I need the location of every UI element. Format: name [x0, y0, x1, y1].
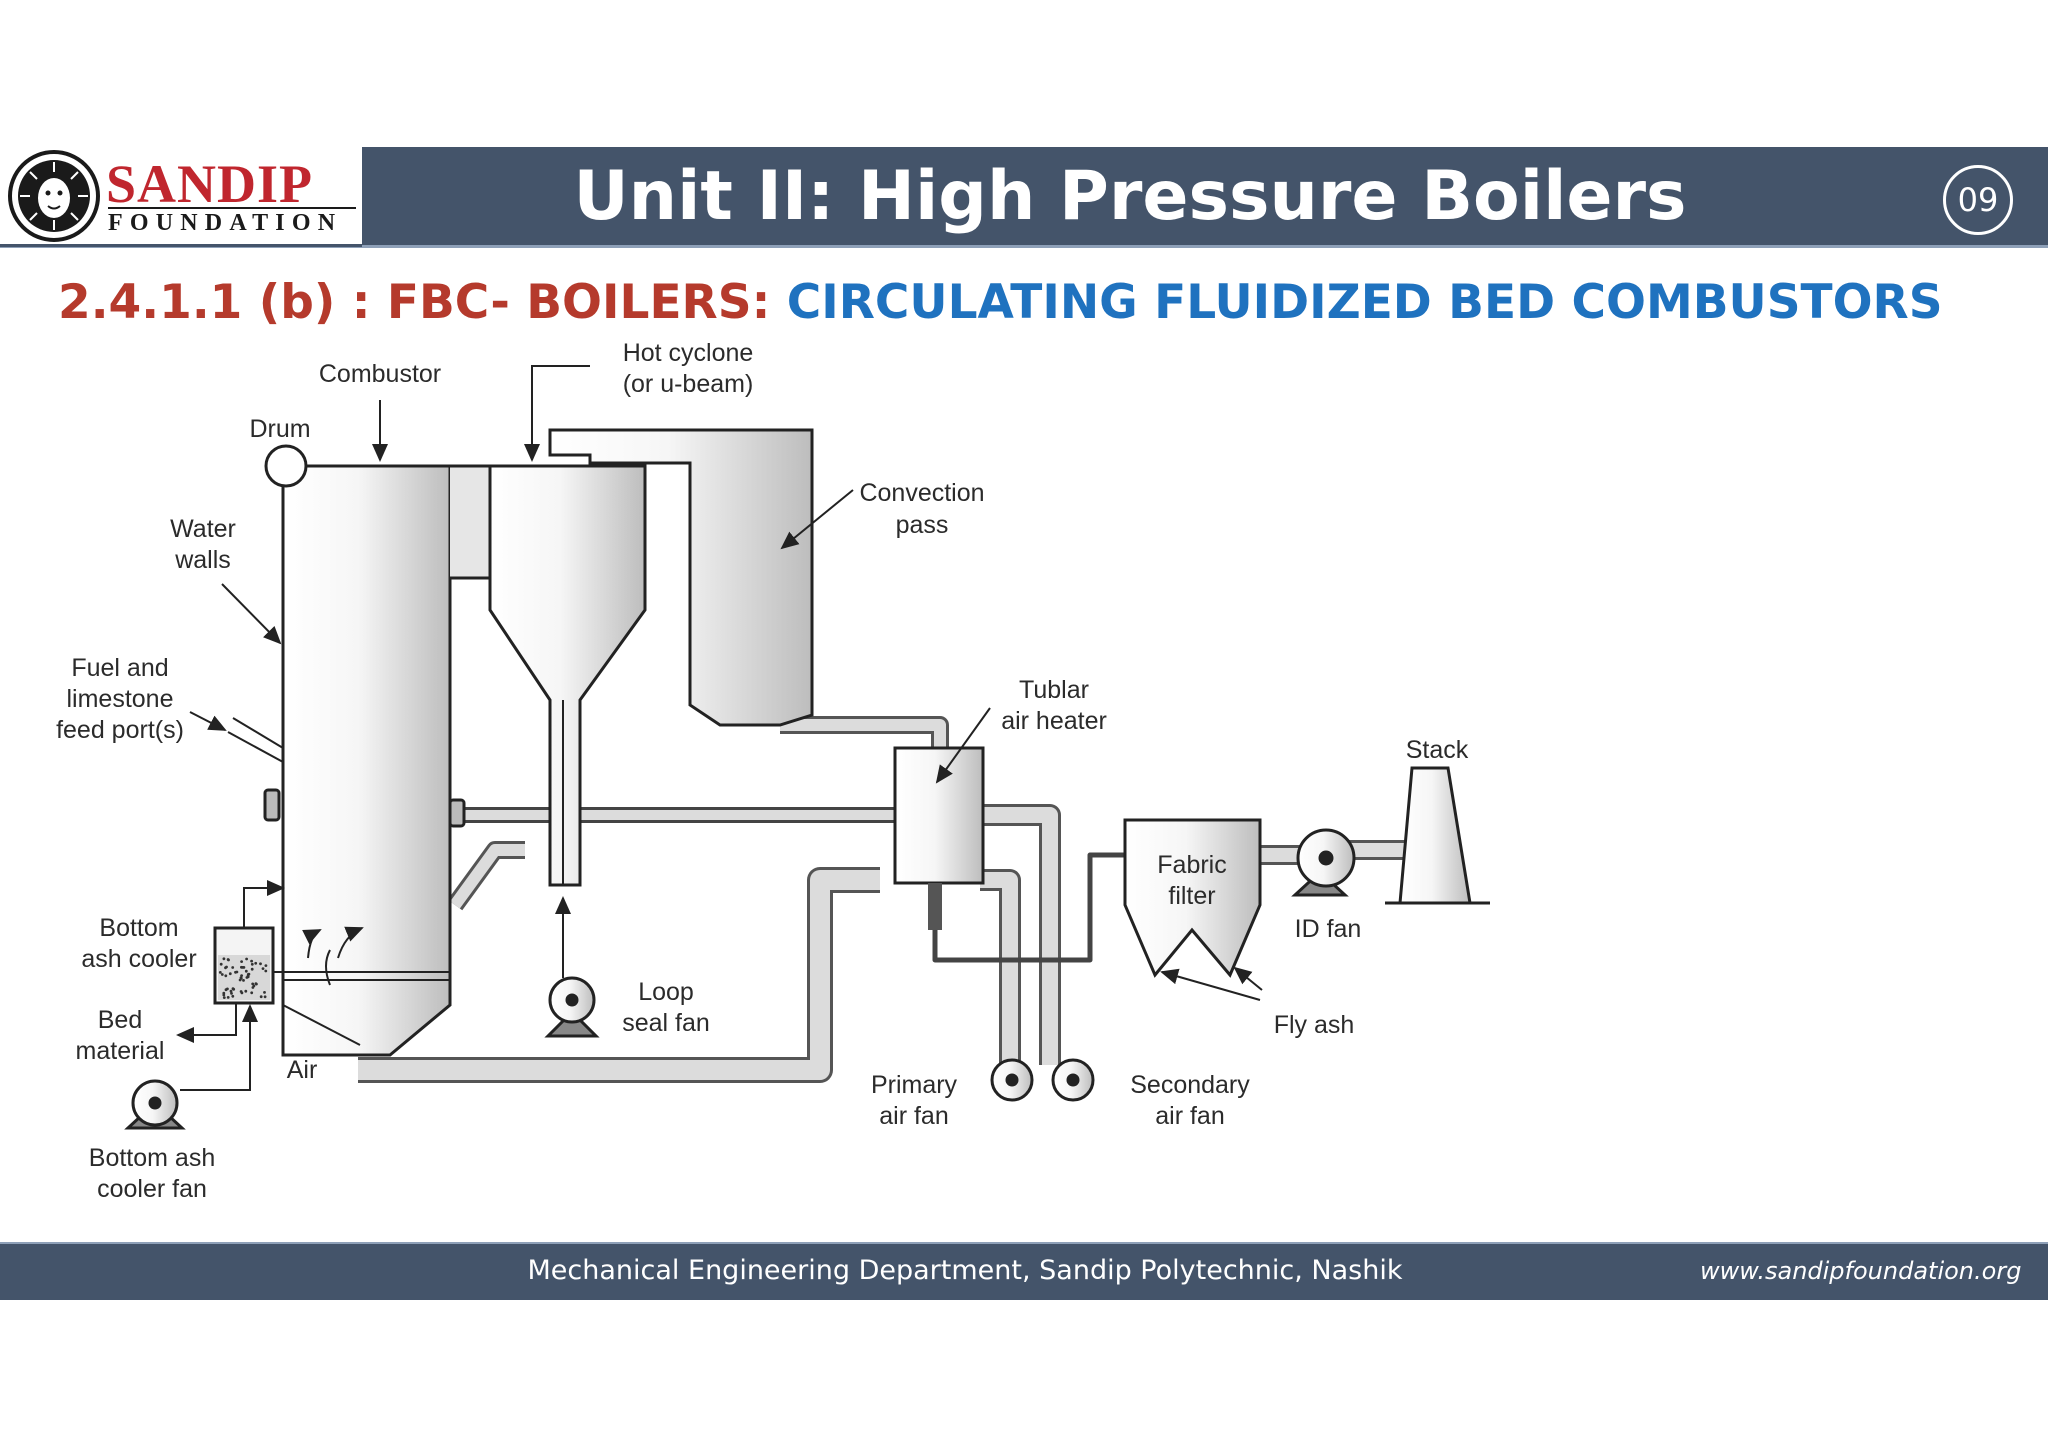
footer-website-link[interactable]: www.sandipfoundation.org [1700, 1257, 2022, 1285]
secondary-air-fan [1051, 1058, 1095, 1102]
convection-pass-label-2: pass [896, 511, 949, 539]
air-label: Air [287, 1056, 318, 1084]
fly-ash-label: Fly ash [1274, 1011, 1355, 1039]
id-fan [1291, 828, 1356, 897]
fuel-feed-label-2: limestone [67, 685, 174, 713]
convection-pass-label: Convection [859, 479, 984, 507]
hot-cyclone [450, 464, 647, 887]
secondary-air-fan-label: Secondary [1130, 1071, 1250, 1099]
logo-rule [108, 207, 356, 209]
bed-material-particles [218, 957, 268, 999]
water-walls-label-2: walls [174, 546, 231, 574]
secondary-air-fan-label-2: air fan [1155, 1102, 1224, 1130]
water-walls-label: Water [170, 515, 236, 543]
lion-emblem-icon [8, 150, 100, 242]
bottom-ash-cooler-fan-label-2: cooler fan [97, 1175, 207, 1203]
logo-subtitle: FOUNDATION [108, 210, 343, 236]
fabric-filter-label-2: filter [1168, 882, 1215, 910]
cfb-boiler-diagram: Combustor Hot cyclone (or u-beam) Drum C… [56, 339, 1490, 1203]
primary-air-fan-label-2: air fan [879, 1102, 948, 1130]
id-fan-label: ID fan [1295, 915, 1362, 943]
header-underline [0, 245, 2048, 248]
drum-label: Drum [249, 415, 310, 443]
hot-cyclone-label-2: (or u-beam) [623, 370, 754, 398]
bed-material-label-2: material [76, 1037, 165, 1065]
tubular-air-heater-label-2: air heater [1001, 707, 1107, 735]
tubular-air-heater-label: Tublar [1019, 676, 1089, 704]
bottom-ash-cooler-fan [124, 1079, 186, 1130]
loop-seal-fan-label-2: seal fan [622, 1009, 710, 1037]
fuel-feed-label-3: feed port(s) [56, 716, 184, 744]
bottom-ash-cooler-fan-label: Bottom ash [89, 1144, 215, 1172]
primary-air-fan [990, 1058, 1034, 1102]
fabric-filter [1123, 818, 1262, 978]
logo-name: SANDIP [106, 154, 314, 214]
convection-pass [548, 428, 814, 727]
combustor-label: Combustor [319, 360, 441, 388]
footer-bar [0, 1242, 2048, 1300]
bottom-ash-cooler-label: Bottom [99, 914, 178, 942]
primary-air-fan-label: Primary [871, 1071, 958, 1099]
slide-number-badge: 09 [1943, 165, 2013, 235]
stack-label: Stack [1406, 736, 1469, 764]
stack [1385, 766, 1490, 905]
page-title: Unit II: High Pressure Boilers [573, 157, 1687, 236]
ducts [358, 716, 1405, 1083]
loop-seal-fan-label: Loop [638, 978, 694, 1006]
bottom-ash-cooler [176, 880, 285, 1091]
combustor [227, 464, 466, 1057]
fabric-filter-label: Fabric [1157, 851, 1226, 879]
fuel-feed-label: Fuel and [71, 654, 168, 682]
tubular-air-heater [893, 746, 985, 885]
loop-seal-fan [544, 896, 600, 1038]
hot-cyclone-label: Hot cyclone [623, 339, 754, 367]
drum [264, 444, 308, 488]
bed-material-label: Bed [98, 1006, 142, 1034]
subtitle-prefix: 2.4.1.1 (b) : FBC- BOILERS: [58, 275, 787, 330]
bottom-ash-cooler-label-2: ash cooler [81, 945, 196, 973]
footer-department: Mechanical Engineering Department, Sandi… [527, 1255, 1403, 1286]
subtitle-main: CIRCULATING FLUIDIZED BED COMBUSTORS [786, 275, 1943, 330]
slide-subtitle: 2.4.1.1 (b) : FBC- BOILERS: CIRCULATING … [58, 272, 1958, 334]
